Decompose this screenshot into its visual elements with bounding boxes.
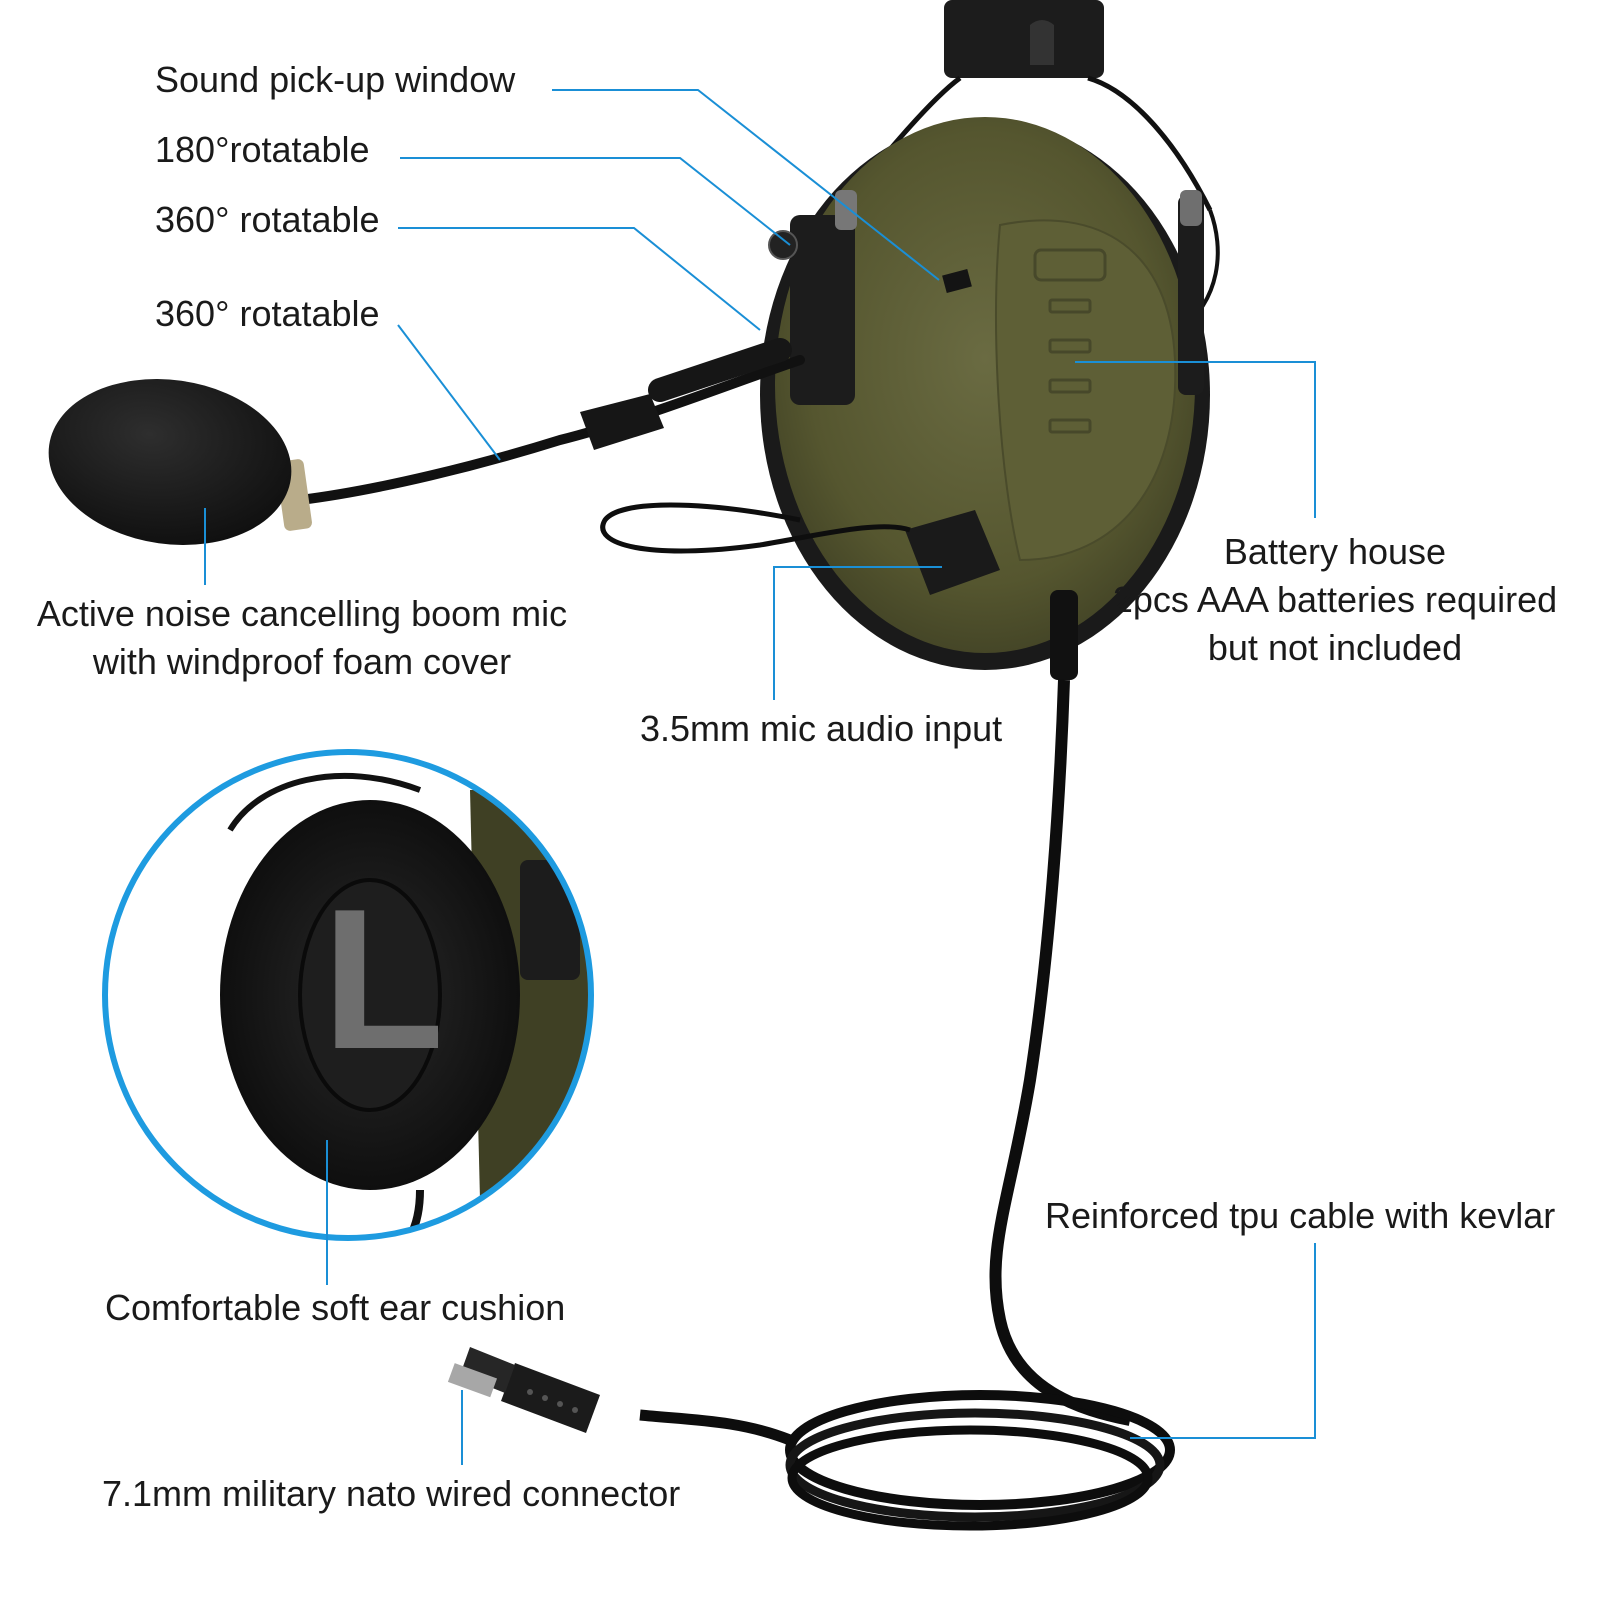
headband-icon (843, 0, 1220, 332)
battery-line-2: 2pcs AAA batteries required (1112, 579, 1558, 620)
label-cable: Reinforced tpu cable with kevlar (1045, 1195, 1556, 1236)
label-rotatable-360-b: 360° rotatable (155, 293, 380, 334)
boom-microphone-icon (48, 338, 911, 554)
ear-cup-icon (760, 117, 1210, 680)
label-rotatable-360-a: 360° rotatable (155, 199, 380, 240)
callout-lines (204, 89, 1316, 1465)
battery-line-3: but not included (1207, 627, 1463, 668)
label-boom-mic: Active noise cancelling boom mic with wi… (22, 590, 582, 686)
ear-cushion-zoom (102, 749, 594, 1241)
label-ear-cushion: Comfortable soft ear cushion (105, 1287, 566, 1328)
label-rotatable-180: 180°rotatable (155, 129, 370, 170)
boom-mic-line-1: Active noise cancelling boom mic (36, 593, 568, 634)
label-mic-input: 3.5mm mic audio input (640, 708, 1003, 749)
boom-mic-line-2: with windproof foam cover (92, 641, 512, 682)
label-battery-house: Battery house 2pcs AAA batteries require… (1090, 528, 1580, 672)
label-sound-window: Sound pick-up window (155, 59, 516, 100)
label-connector: 7.1mm military nato wired connector (102, 1473, 681, 1514)
battery-line-1: Battery house (1223, 531, 1447, 572)
side-letter: L (322, 868, 445, 1091)
nato-plug-icon (447, 1347, 600, 1433)
cable-icon (639, 679, 1175, 1531)
